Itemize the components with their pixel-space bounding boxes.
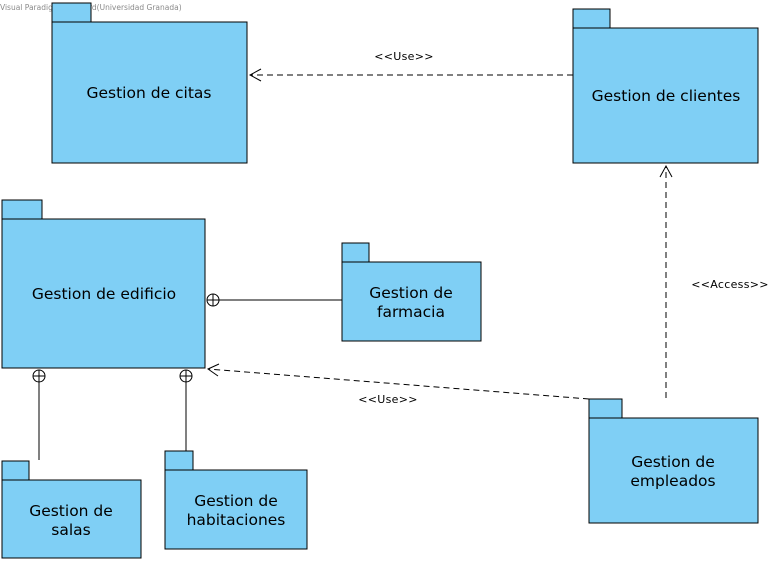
package-gestion-de-citas[interactable]: Gestion de citas [51, 2, 248, 164]
package-gestion-de-habitaciones[interactable]: Gestion de habitaciones [164, 450, 308, 550]
stereotype-access: <<Access>> [691, 278, 769, 291]
package-label-farmacia-line1: Gestion de [369, 284, 453, 302]
containment-edificio-habitaciones [179, 369, 193, 451]
package-label-salas-line1: Gestion de [29, 502, 113, 520]
package-gestion-de-salas[interactable]: Gestion de salas [1, 460, 142, 559]
package-label-salas-line2: salas [51, 521, 90, 539]
dependency-empleados-to-clientes: <<Access>> [659, 164, 769, 398]
stereotype-use-bottom: <<Use>> [358, 393, 418, 406]
package-label-empleados-line2: empleados [630, 472, 715, 490]
package-label-empleados-line1: Gestion de [631, 453, 715, 471]
package-gestion-de-empleados[interactable]: Gestion de empleados [588, 398, 759, 524]
containment-edificio-farmacia [206, 293, 342, 307]
stereotype-use-top: <<Use>> [374, 50, 434, 63]
package-label-clientes: Gestion de clientes [592, 87, 741, 105]
package-label-citas: Gestion de citas [86, 84, 211, 102]
package-gestion-de-edificio[interactable]: Gestion de edificio [1, 199, 206, 369]
package-label-habitaciones-line1: Gestion de [194, 492, 278, 510]
dependency-clientes-to-citas: <<Use>> [248, 50, 573, 82]
package-label-habitaciones-line2: habitaciones [187, 511, 286, 529]
dependency-empleados-to-edificio: <<Use>> [206, 363, 590, 406]
package-gestion-de-clientes[interactable]: Gestion de clientes [572, 8, 759, 164]
package-label-farmacia-line2: farmacia [377, 303, 445, 321]
package-label-edificio: Gestion de edificio [32, 285, 176, 303]
containment-edificio-salas [32, 369, 46, 460]
package-gestion-de-farmacia[interactable]: Gestion de farmacia [341, 242, 482, 342]
